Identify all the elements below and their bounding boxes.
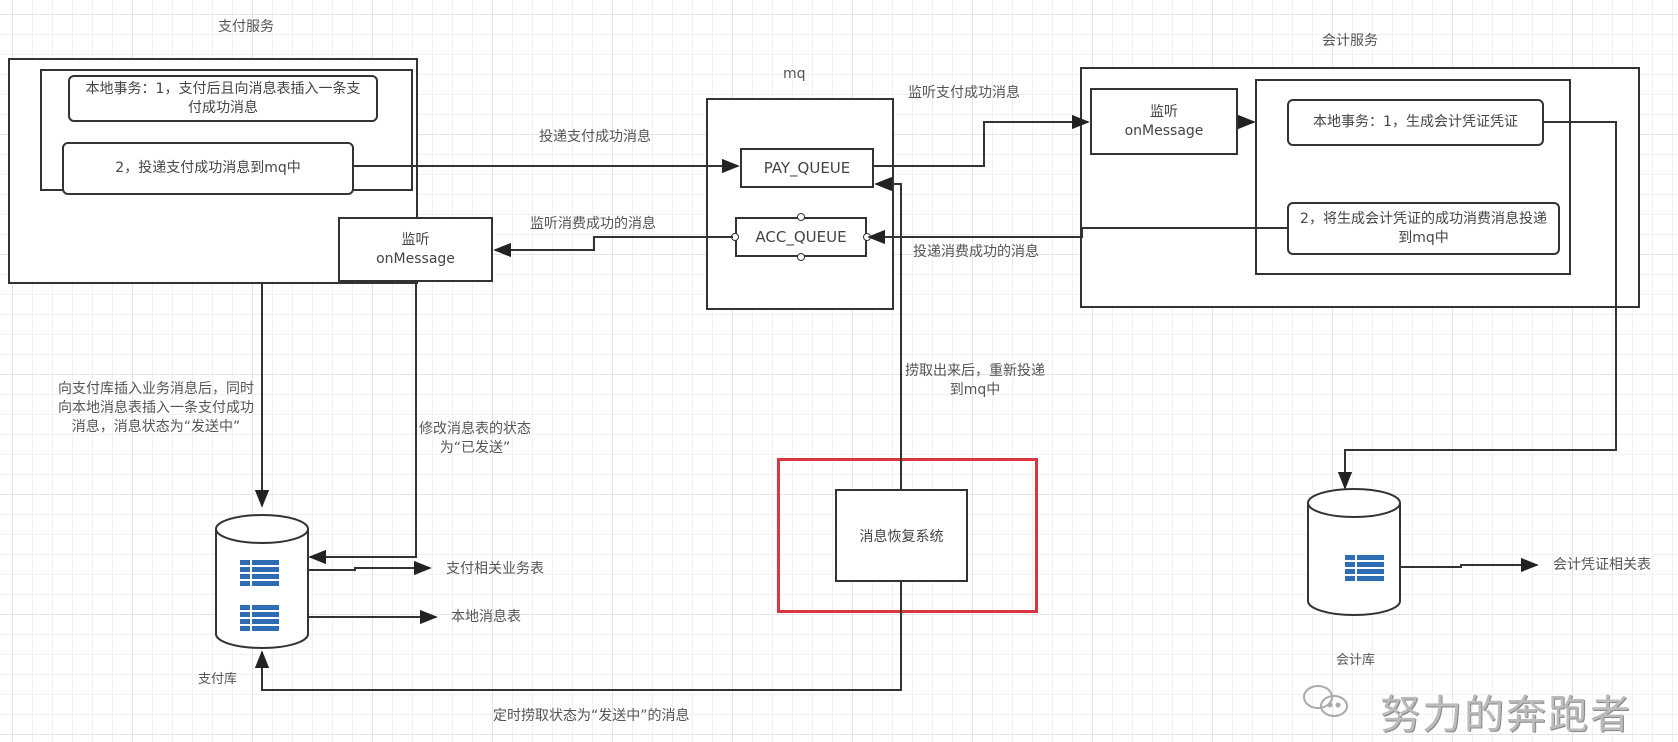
edge-listen-consume-success [493,236,733,258]
acc-queue-label: ACC_QUEUE [755,228,847,246]
payment-listener-line1: 监听 [401,231,430,248]
accounting-local-tx-step1[interactable]: 本地事务：1，生成会计凭证凭证 [1287,99,1544,146]
accounting-db-table-voucher: 会计凭证相关表 [1553,557,1651,573]
watermark-text: 努力的奔跑者 [1380,692,1632,738]
payment-db-label: 支付库 [198,672,238,687]
accounting-listener-box[interactable]: 监听 onMessage [1090,88,1238,155]
accounting-local-tx-step2-text: 2，将生成会计凭证的成功消费消息投递到mq中 [1300,210,1547,246]
mq-container [706,98,894,310]
edge-db-table-voucher [1384,557,1539,573]
accounting-service-title: 会计服务 [1322,33,1378,49]
payment-local-tx-step1-text: 本地事务：1，支付后且向消息表插入一条支付成功消息 [85,80,361,116]
acc-queue-port-bottom [797,253,805,261]
label-listen-pay-success: 监听支付成功消息 [908,85,1020,101]
payment-listener-line2: onMessage [376,250,455,267]
payment-local-tx-step1[interactable]: 本地事务：1，支付后且向消息表插入一条支付成功消息 [68,75,378,122]
accounting-listener-line1: 监听 [1150,103,1178,120]
accounting-local-tx-step1-text: 本地事务：1，生成会计凭证凭证 [1313,114,1518,130]
label-insert-business-msg: 向支付库插入业务消息后，同时向本地消息表插入一条支付成功消息，消息状态为“发送中… [58,381,254,435]
recovery-system-highlight [777,458,1038,613]
acc-queue[interactable]: ACC_QUEUE [735,217,867,257]
label-deliver-consume-success: 投递消费成功的消息 [913,244,1039,260]
recovery-system-box[interactable]: 消息恢复系统 [835,489,968,582]
table-icon [240,560,279,586]
accounting-listener-line2: onMessage [1124,122,1204,139]
acc-queue-port-right [863,233,871,241]
accounting-db-label: 会计库 [1336,653,1376,668]
acc-queue-port-left [731,233,739,241]
label-listen-consume-success: 监听消费成功的消息 [530,216,656,232]
edge-update-status [308,282,417,565]
payment-listener-box[interactable]: 监听 onMessage [338,217,493,282]
pay-queue[interactable]: PAY_QUEUE [740,148,874,188]
payment-service-title: 支付服务 [218,19,274,35]
payment-db-table-business: 支付相关业务表 [446,561,544,577]
wechat-icon [1303,685,1348,717]
payment-db-table-local-msg: 本地消息表 [451,609,521,625]
acc-queue-port-top [797,213,805,221]
label-redeliver-to-mq: 捞取出来后，重新投递到mq中 [905,363,1045,398]
pay-queue-label: PAY_QUEUE [763,159,851,177]
accounting-db-cylinder [1307,488,1401,616]
accounting-local-tx-step2[interactable]: 2，将生成会计凭证的成功消费消息投递到mq中 [1287,202,1560,255]
label-poll-sending-msgs: 定时捞取状态为“发送中”的消息 [493,708,690,724]
payment-db-cylinder [215,514,309,649]
label-update-status-sent: 修改消息表的状态为“已发送” [419,421,531,456]
edge-db-table-business [279,560,432,576]
table-icon [240,605,279,631]
table-icon [1345,555,1384,581]
payment-local-tx-step2[interactable]: 2，投递支付成功消息到mq中 [62,142,354,195]
recovery-system-label: 消息恢复系统 [859,528,944,545]
payment-local-tx-step2-text: 2，投递支付成功消息到mq中 [115,160,301,176]
label-deliver-pay-success: 投递支付成功消息 [539,129,651,145]
mq-title: mq [783,66,806,82]
edge-listen-pay-success [874,114,1090,167]
